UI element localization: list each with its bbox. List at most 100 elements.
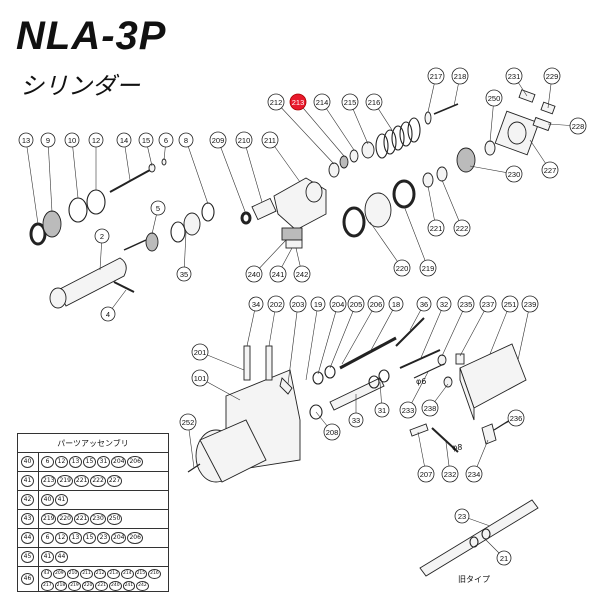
callout-circle-209 [209,131,227,149]
assembly-number: 42 [17,490,39,510]
callout-circle-207 [417,465,435,483]
callout-circle-212 [267,93,285,111]
assembly-number: 44 [17,528,39,548]
callout-circle-222 [453,219,471,237]
callout-13: 13 [18,132,34,148]
callout-229: 229 [543,67,561,85]
assembly-part-chip: 242 [136,581,149,591]
leader-211 [269,139,301,183]
callout-215: 215 [341,93,359,111]
washer-221 [422,172,434,188]
callout-circle-239 [521,295,539,313]
callout-label-209: 209 [212,136,225,145]
note-phi6: φ6 [416,377,426,386]
callout-circle-232 [441,465,459,483]
assembly-part-chip: 213 [107,569,120,579]
callout-circle-201 [191,343,209,361]
callout-circle-211 [261,131,279,149]
callout-213: 213 [289,93,307,111]
note-phi8: φ8 [452,443,462,452]
callout-circle-19 [310,296,326,312]
callout-label-230: 230 [508,170,521,179]
assembly-part-chip: 15 [83,532,96,544]
callout-circle-238 [421,399,439,417]
callout-8: 8 [178,132,194,148]
assembly-number-label: 45 [21,551,34,563]
assembly-number: 45 [17,547,39,567]
callout-label-205: 205 [350,300,363,309]
assembly-part-chip: 213 [41,475,57,487]
callout-label-5: 5 [156,204,160,213]
fitting-235 [437,354,447,366]
assembly-part-chip: 220 [81,581,95,591]
tube-101-body [199,419,267,483]
callout-18: 18 [388,296,404,312]
callout-label-2: 2 [100,232,104,241]
callout-label-234: 234 [468,470,481,479]
callout-label-208: 208 [326,428,339,437]
callout-label-101: 101 [194,374,207,383]
callout-label-34: 34 [252,300,260,309]
callout-label-19: 19 [314,300,322,309]
callout-circle-204 [329,295,347,313]
leader-222 [441,179,463,229]
assembly-number-label: 41 [21,475,34,487]
callout-15: 15 [138,132,154,148]
callout-label-35: 35 [180,270,188,279]
pipe-233 [413,363,445,379]
callout-circle-18 [388,296,404,312]
ring-205 [324,365,336,379]
callout-211: 211 [261,131,279,149]
callout-241: 241 [269,265,287,283]
callout-circle-101 [191,369,209,387]
callout-101: 101 [191,369,209,387]
leader-209 [217,139,247,215]
callout-label-252: 252 [182,418,195,427]
assembly-part-chip: 13 [69,456,82,468]
callout-216: 216 [365,93,383,111]
callout-209: 209 [209,131,227,149]
ring-31b [378,369,390,383]
callout-23: 23 [454,508,470,524]
pipe-36 [395,317,425,347]
callout-circle-216 [365,93,383,111]
callout-label-210: 210 [238,136,251,145]
assembly-part-chip: 212 [93,569,107,579]
callout-222: 222 [453,219,471,237]
bushing-5 [145,232,159,252]
callout-label-216: 216 [368,98,381,107]
assembly-part-chip: 218 [54,581,68,591]
callout-label-233: 233 [402,406,415,415]
ring-204 [312,371,324,385]
leader-10 [71,139,79,199]
callout-label-211: 211 [264,136,276,145]
assembly-number: 46 [17,566,39,592]
callout-203: 203 [289,295,307,313]
pipe-232 [431,427,459,453]
assembly-part-chip: 241 [122,581,136,591]
callout-circle-240 [245,265,263,283]
callout-label-214: 214 [316,98,329,107]
callout-label-206: 206 [370,300,383,309]
callout-label-9: 9 [46,136,50,145]
assembly-part-chip: 31 [97,456,110,468]
box-251-side [459,367,475,421]
callout-label-13: 13 [22,136,30,145]
assembly-part-chip: 41 [55,494,68,506]
assembly-part-chip: 250 [106,513,123,525]
callout-36: 36 [416,296,432,312]
callout-230: 230 [505,165,523,183]
callout-circle-214 [313,93,331,111]
callout-circle-14 [116,132,132,148]
cylinder-2-end [49,287,67,309]
assembly-part-chip: 204 [111,532,127,544]
callout-circle-23 [454,508,470,524]
assembly-number: 40 [17,452,39,472]
